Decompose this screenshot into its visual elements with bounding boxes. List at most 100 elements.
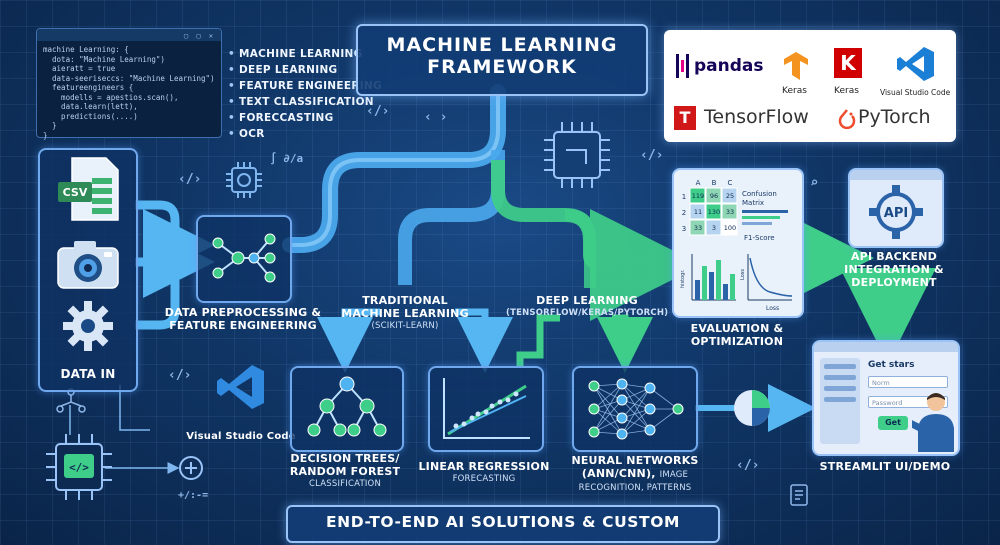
gear-icon [63, 301, 113, 351]
topics-list: MACHINE LEARNING DEEP LEARNING FEATURE E… [228, 46, 382, 142]
topic-item: TEXT CLASSIFICATION [228, 94, 382, 110]
csv-file-icon: CSV [58, 157, 119, 221]
svg-text:</>: </> [69, 461, 89, 474]
nn-edge [593, 383, 623, 433]
matrix-col-header: A [696, 179, 701, 187]
matrix-value: 96 [710, 192, 718, 200]
code-line: } [43, 121, 57, 130]
api-label: API BACKEND INTEGRATION & DEPLOYMENT [830, 250, 958, 289]
code-icon: ‹/› [640, 148, 664, 163]
vscode-icon [897, 47, 934, 81]
api-panel: API [848, 168, 944, 248]
matrix-cell [721, 187, 738, 204]
matrix-row-header: 3 [682, 225, 686, 233]
name-field[interactable]: Norm [868, 376, 948, 388]
nn-edge [621, 383, 651, 431]
deep-line-1: DEEP LEARNING [536, 294, 638, 307]
matrix-value: 100 [724, 224, 736, 232]
streamlit-label: STREAMLIT UI/DEMO [819, 460, 951, 473]
tensorflow-letter: T [679, 108, 691, 127]
matrix-value: 11 [694, 208, 702, 216]
code-line: dota: "Machine Learning") [43, 54, 165, 64]
topic-item: MACHINE LEARNING [228, 46, 382, 62]
formula-icon: ∫ ∂/a [270, 152, 304, 165]
nn-line-1: NEURAL NETWORKS [571, 454, 699, 467]
loss-curve [749, 257, 793, 297]
nn-node [672, 403, 684, 415]
matrix-value: 33 [694, 224, 702, 232]
tensorflow-logo: TensorFlow [704, 106, 809, 128]
chip-icon [544, 122, 610, 188]
search-icon: ⌕ [810, 175, 819, 191]
nn-edge [649, 387, 679, 410]
hist-bar [716, 260, 721, 300]
matrix-value: 3 [712, 224, 716, 232]
matrix-value: 25 [726, 192, 734, 200]
arrow-to-linear [455, 308, 513, 373]
code-line: machine Learning: { [43, 45, 129, 54]
matrix-cell [705, 187, 722, 204]
metric-bar [742, 210, 788, 213]
plus-icon [179, 456, 203, 480]
vscode-label: Visual Studio Code [186, 431, 296, 442]
metric-bar [742, 216, 780, 219]
nn-node [644, 403, 656, 415]
arrow-gear [135, 280, 180, 330]
form-title: Get stars [868, 360, 915, 370]
deep-line-2: (TENSORFLOW/KERAS/PYTORCH) [506, 308, 669, 318]
scatter-plot-icon [443, 378, 530, 439]
matrix-cell [705, 219, 722, 236]
code-icon: ‹/› [736, 458, 760, 473]
nn-edge [621, 408, 651, 435]
flow-to-deep [564, 209, 596, 288]
tree-icon [307, 376, 387, 437]
preprocessing-label: DATA PREPROCESSING & FEATURE ENGINEERING [160, 306, 326, 332]
hist-axis-label: histogr. [680, 269, 686, 288]
matrix-cell [689, 219, 706, 236]
nn-edge [593, 408, 623, 435]
code-line: predictions(....) [43, 111, 138, 121]
preprocessing-line-1: DATA PREPROCESSING & [164, 306, 322, 319]
pie-chart-icon [734, 390, 770, 426]
keras-icon: K [834, 48, 862, 78]
neural-network-icon [588, 378, 684, 440]
matrix-cell [689, 187, 706, 204]
arrow-to-nn [516, 314, 560, 368]
pandas-icon [676, 54, 689, 78]
preprocessing-panel [196, 215, 292, 303]
hist-bar [695, 280, 700, 300]
nn-node [588, 426, 600, 438]
title-line-2: FRAMEWORK [427, 56, 577, 78]
vscode-icon [217, 365, 264, 409]
linear-line-2: FORECASTING [452, 474, 516, 484]
matrix-cell [705, 203, 722, 220]
pandas-logo: pandas [694, 56, 764, 76]
matrix-cell [721, 219, 738, 236]
nn-node [616, 394, 628, 406]
evaluation-line-1: EVALUATION & [690, 322, 784, 335]
matrix-cell [689, 203, 706, 220]
matrix-col-header: C [728, 179, 733, 187]
nn-node [616, 378, 628, 390]
api-badge: API [884, 206, 908, 221]
get-button[interactable]: Get [878, 416, 908, 430]
arrow-csv [135, 200, 215, 281]
arrow-to-nn-right [597, 314, 653, 373]
code-icon: ‹/› [366, 104, 390, 119]
page-title: MACHINE LEARNING FRAMEWORK [356, 24, 648, 96]
tensorflow-keras-icon [784, 52, 808, 80]
api-line-3: DEPLOYMENT [851, 276, 937, 289]
nn-node [616, 412, 628, 424]
topic-item: DEEP LEARNING [228, 62, 382, 78]
chip-icon: </> [46, 434, 112, 500]
pytorch-logo: PyTorch [858, 106, 931, 128]
hist-bar [723, 284, 728, 300]
linear-regression-panel [428, 366, 544, 452]
traditional-ml-label: TRADITIONAL MACHINE LEARNING (SCIKIT-LEA… [330, 294, 480, 333]
code-line: aieratt = true [43, 64, 116, 73]
neural-network-panel [572, 366, 698, 452]
camera-icon [57, 241, 119, 289]
